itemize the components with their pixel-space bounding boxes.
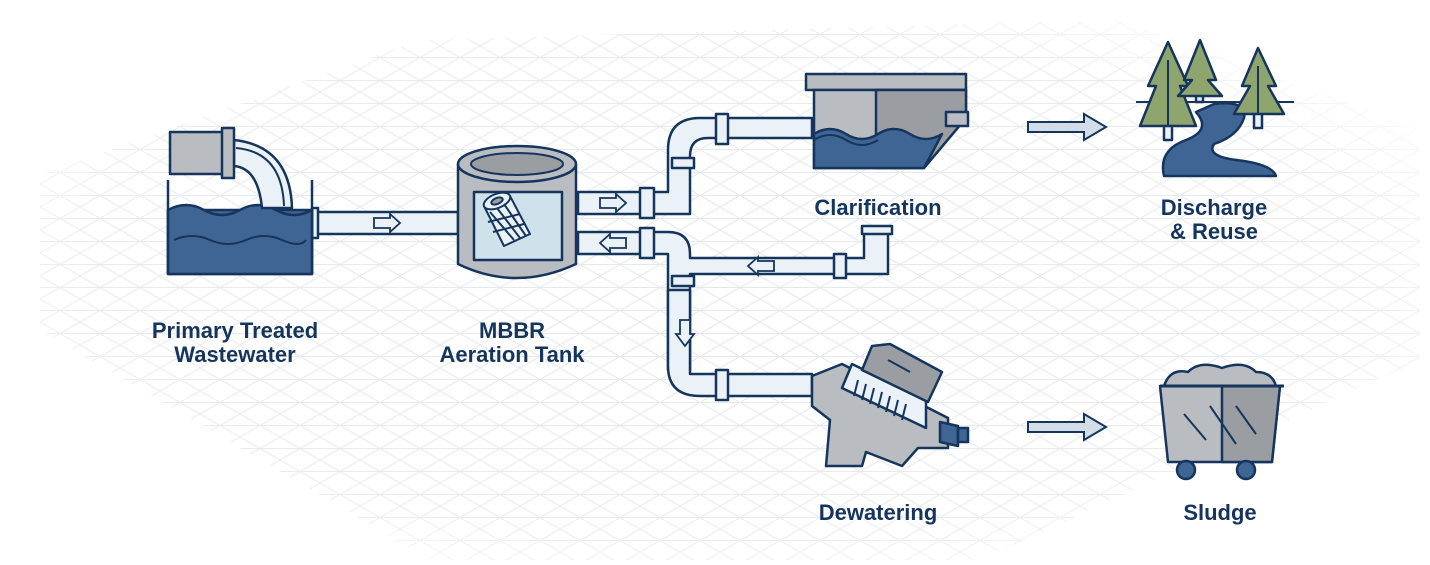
label-line: MBBR: [479, 318, 545, 343]
flow-arrow-left-icon: [746, 254, 775, 278]
flow-arrow-right-icon: [373, 211, 402, 235]
label-dewatering: Dewatering: [778, 501, 978, 525]
label-discharge-reuse: Discharge & Reuse: [1114, 196, 1314, 244]
pipe-to-dewatering: [666, 288, 814, 398]
flow-arrow-left-icon: [598, 231, 627, 255]
river-trees-icon: [1136, 38, 1294, 178]
flow-arrows: [373, 191, 775, 348]
flow-arrow-right-icon: [599, 191, 628, 215]
arrow-to-sludge-icon: [1027, 412, 1108, 442]
label-line: Clarification: [814, 195, 942, 220]
label-line: & Reuse: [1169, 219, 1259, 244]
sludge-cart-icon: [1158, 363, 1284, 481]
pine-tree-icon: [1176, 38, 1224, 104]
flow-arrow-down-icon: [674, 319, 696, 348]
label-line: Dewatering: [818, 500, 938, 525]
label-line: Aeration Tank: [439, 342, 585, 367]
pine-tree-icon: [1232, 46, 1286, 130]
process-arrows: [1027, 112, 1108, 442]
label-line: Discharge: [1160, 195, 1268, 220]
media-carrier-icon: [482, 191, 531, 247]
screw-press-icon: [810, 342, 970, 468]
label-line: Wastewater: [174, 342, 296, 367]
label-mbbr-aeration-tank: MBBR Aeration Tank: [412, 319, 612, 367]
arrow-to-discharge-icon: [1027, 112, 1108, 142]
clarifier-icon: [804, 72, 970, 170]
label-clarification: Clarification: [778, 196, 978, 220]
aeration-tank-icon: [456, 144, 578, 280]
label-line: Primary Treated: [151, 318, 319, 343]
label-line: Sludge: [1183, 500, 1257, 525]
outfall-tank-icon: [166, 126, 314, 276]
label-sludge: Sludge: [1120, 501, 1320, 525]
label-primary-treated-wastewater: Primary Treated Wastewater: [118, 319, 352, 367]
